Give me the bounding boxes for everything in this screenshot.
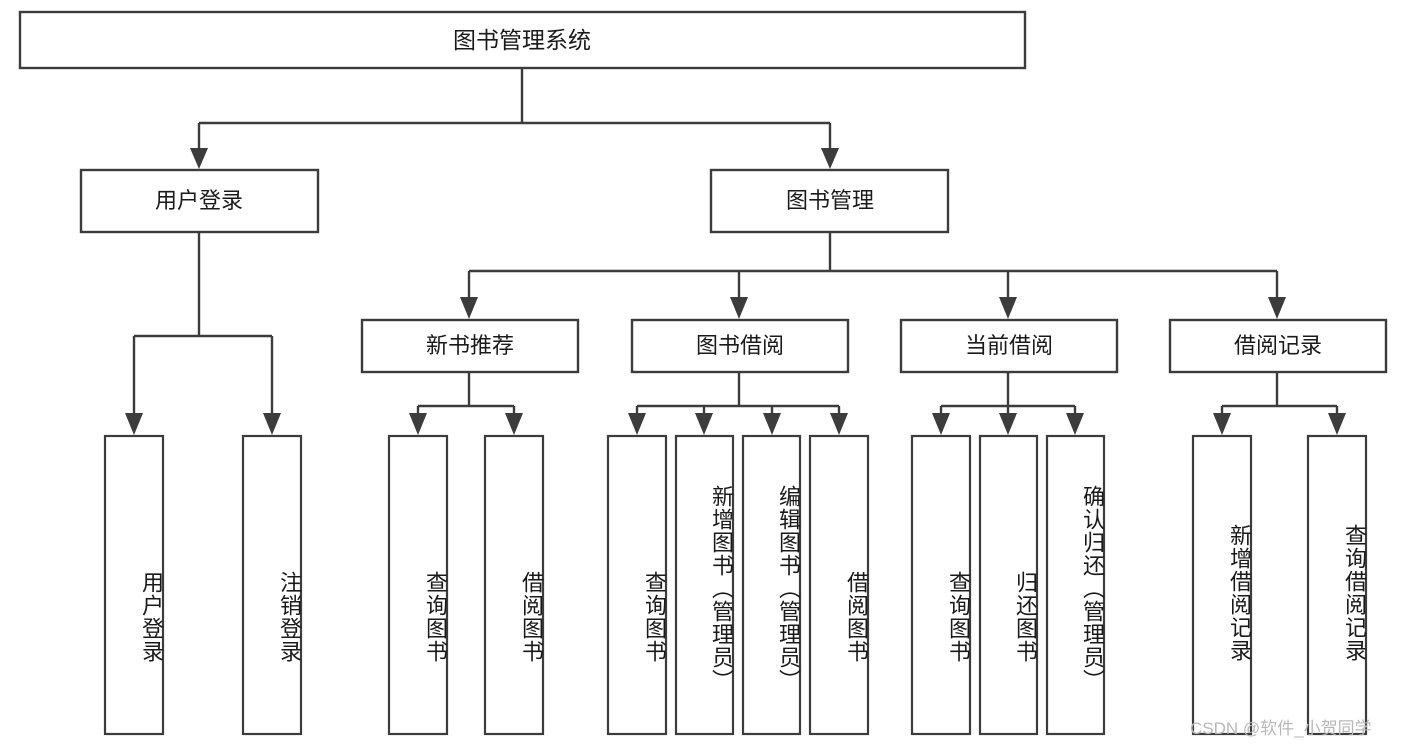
node-current-borrow-box[interactable] bbox=[899, 318, 1119, 374]
leaf-box-user-login-1[interactable] bbox=[103, 434, 165, 736]
node-user-login-label: 用户登录 bbox=[155, 188, 243, 213]
node-book-manage-label: 图书管理 bbox=[786, 188, 874, 213]
arrow-leaf-book-borrow-2 bbox=[695, 413, 713, 435]
leaf-box-borrow-record-1[interactable] bbox=[1191, 434, 1253, 736]
node-current-borrow-label: 当前借阅 bbox=[965, 333, 1053, 358]
arrow-leaf-new-book-2 bbox=[505, 413, 523, 435]
node-borrow-record-box[interactable] bbox=[1168, 318, 1388, 374]
arrow-leaf-borrow-record-1 bbox=[1213, 413, 1231, 435]
csdn-watermark: CSDN @软件_小贺同学 bbox=[1190, 719, 1372, 738]
arrow-to-current-borrow bbox=[999, 297, 1017, 319]
arrow-leaf-book-borrow-1 bbox=[628, 413, 646, 435]
leaf-box-book-borrow-3[interactable] bbox=[741, 434, 802, 736]
node-book-borrow-label: 图书借阅 bbox=[696, 333, 784, 358]
node-borrow-record-label: 借阅记录 bbox=[1234, 333, 1322, 358]
node-new-book-label: 新书推荐 bbox=[426, 333, 514, 358]
arrow-leaf-borrow-record-2 bbox=[1328, 413, 1346, 435]
leaf-box-new-book-2[interactable] bbox=[483, 434, 545, 736]
connector-layer bbox=[125, 68, 1346, 435]
leaf-box-current-borrow-2[interactable] bbox=[978, 434, 1039, 736]
leaf-box-current-borrow-1[interactable] bbox=[910, 434, 972, 736]
arrow-to-new-book bbox=[460, 297, 478, 319]
node-root-box[interactable] bbox=[18, 10, 1027, 70]
arrow-leaf-new-book-1 bbox=[409, 413, 427, 435]
arrow-to-book-manage bbox=[821, 148, 839, 169]
leaf-box-book-borrow-1[interactable] bbox=[606, 434, 668, 736]
leaf-box-borrow-record-2[interactable] bbox=[1306, 434, 1368, 736]
arrow-leaf-book-borrow-4 bbox=[830, 413, 848, 435]
node-layer: 图书管理系统 用户登录 图书管理 新书推荐 图书借阅 当前借阅 借阅记录 bbox=[18, 10, 1388, 736]
node-book-borrow-box[interactable] bbox=[630, 318, 850, 374]
arrow-leaf-user-login-1 bbox=[125, 413, 143, 435]
leaf-box-new-book-1[interactable] bbox=[387, 434, 449, 736]
node-user-login-box[interactable] bbox=[79, 168, 320, 234]
arrow-leaf-current-borrow-1 bbox=[932, 413, 950, 435]
leaf-box-book-borrow-4[interactable] bbox=[808, 434, 870, 736]
arrow-to-borrow-record bbox=[1268, 297, 1286, 319]
arrow-leaf-current-borrow-3 bbox=[1066, 413, 1084, 435]
arrow-leaf-current-borrow-2 bbox=[999, 413, 1017, 435]
node-root-label: 图书管理系统 bbox=[453, 27, 591, 53]
arrow-to-book-borrow bbox=[730, 297, 748, 319]
leaf-box-book-borrow-2[interactable] bbox=[674, 434, 735, 736]
arrow-to-user-login bbox=[190, 148, 208, 169]
arrow-leaf-book-borrow-3 bbox=[763, 413, 781, 435]
node-book-manage-box[interactable] bbox=[709, 168, 950, 234]
node-new-book-box[interactable] bbox=[360, 318, 580, 374]
arrow-leaf-user-login-2 bbox=[263, 413, 281, 435]
leaf-box-user-login-2[interactable] bbox=[241, 434, 303, 736]
leaf-box-current-borrow-3[interactable] bbox=[1045, 434, 1106, 736]
